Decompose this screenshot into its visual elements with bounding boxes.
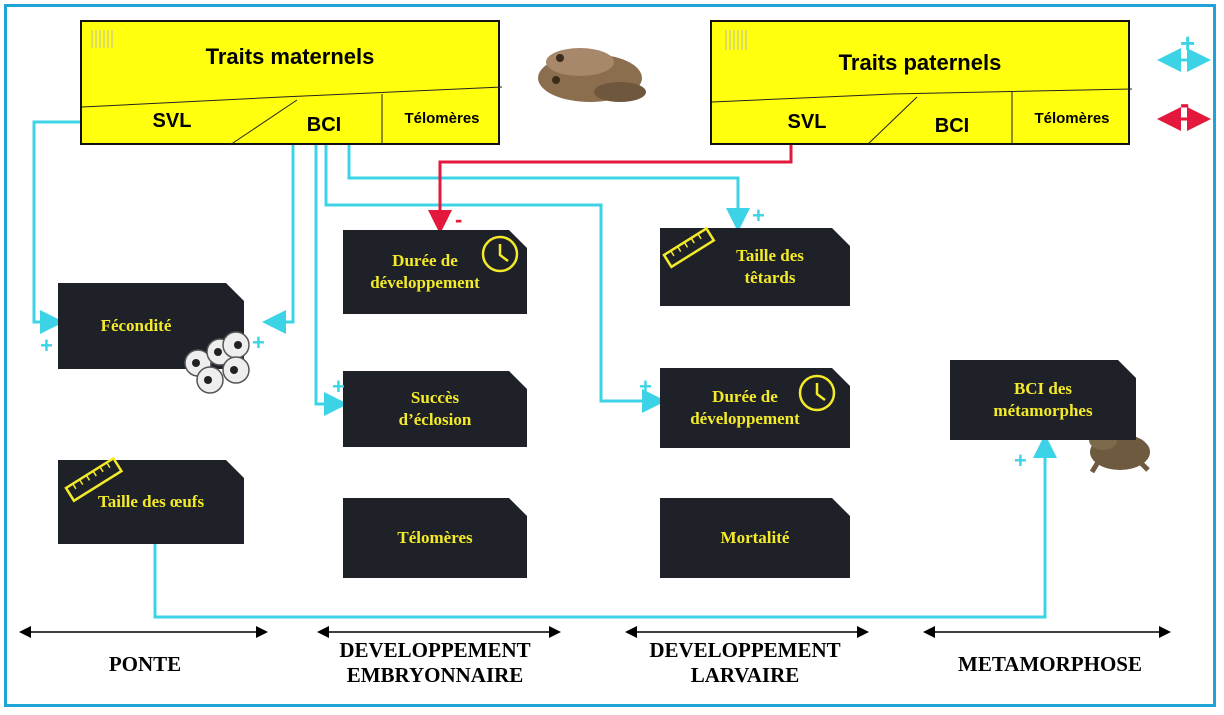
paternal-telomeres: Télomères (1034, 110, 1110, 127)
sign-bci-meta: + (1014, 448, 1027, 473)
maternal-box-lines (82, 30, 502, 146)
maternal-bci: BCI (306, 114, 342, 136)
node-telomeres: Télomères (343, 498, 527, 578)
node-duree-embryonnaire: Durée de développement (343, 230, 527, 314)
sign-succes: + (332, 374, 345, 399)
node-duree-larvaire: Durée de développement (660, 368, 850, 448)
link-bci-succes (314, 145, 348, 416)
sign-fecondite-left: + (40, 333, 53, 358)
legend-negative-sign: - (1180, 88, 1190, 119)
maternal-traits-box: Traits maternels SVL BCI Télomères (80, 20, 502, 146)
sign-duree-embryo: - (455, 207, 463, 232)
paternal-svl: SVL (787, 111, 827, 133)
node-taille-tetards: Taille des têtards (660, 228, 850, 306)
sign-taille-tetards: + (752, 203, 765, 228)
paternal-box-lines (712, 30, 1132, 146)
sign-duree-larv: + (639, 374, 652, 399)
maternal-title: Traits maternels (205, 44, 375, 69)
paternal-traits-box: Traits paternels SVL BCI Télomères (710, 20, 1132, 146)
link-bci-tetards (347, 145, 750, 232)
stage-metamorphose: METAMORPHOSE (958, 652, 1142, 676)
link-oeufs-bci-meta (153, 434, 1057, 619)
stage-dev-larvaire: DEVELOPPEMENT LARVAIRE (649, 638, 841, 688)
paternal-bci: BCI (934, 115, 970, 137)
node-succes-eclosion: Succès d’éclosion (343, 371, 527, 447)
paternal-title: Traits paternels (838, 50, 1002, 75)
stage-dev-embryonnaire: DEVELOPPEMENT EMBRYONNAIRE (339, 638, 531, 688)
node-bci-metamorphes: BCI des métamorphes (950, 360, 1136, 440)
stage-ponte: PONTE (108, 652, 182, 676)
node-fecondite: Fécondité (58, 283, 244, 369)
sign-fecondite-right: + (252, 330, 265, 355)
maternal-svl: SVL (152, 110, 192, 132)
link-bci-fecondite (262, 145, 295, 334)
legend-positive-sign: + (1180, 28, 1196, 58)
link-bci-duree-larv (324, 145, 666, 413)
node-mortalite: Mortalité (660, 498, 850, 578)
node-taille-oeufs: Taille des œufs (58, 460, 244, 544)
link-paternal-svl-duree (428, 145, 793, 234)
link-svl-fecondite (32, 120, 80, 334)
maternal-telomeres: Télomères (404, 110, 480, 127)
diagram-frame (4, 4, 1216, 707)
